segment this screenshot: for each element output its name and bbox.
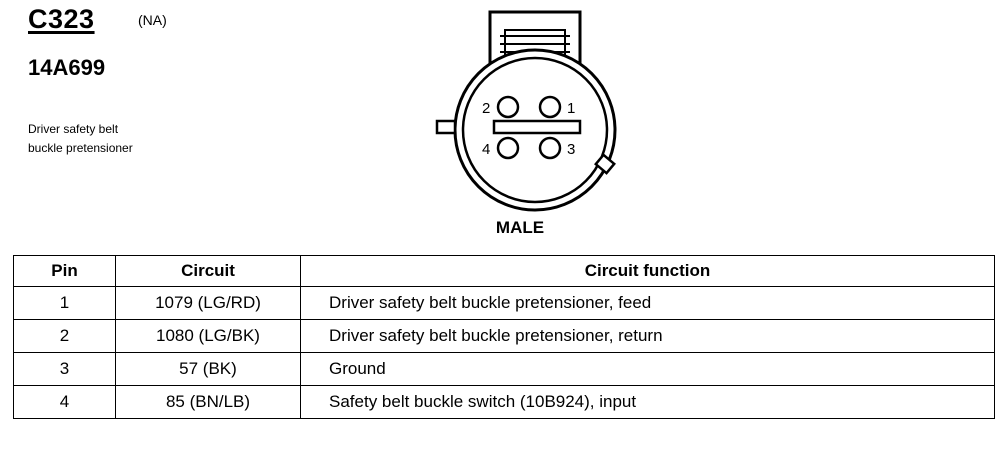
table-header-row: Pin Circuit Circuit function	[13, 255, 995, 287]
table-row: 4 85 (BN/LB) Safety belt buckle switch (…	[13, 385, 995, 419]
center-key-bar	[492, 119, 582, 135]
pin-label-1: 1	[567, 100, 575, 117]
pin-cell: 2	[13, 319, 116, 353]
circuit-cell: 57 (BK)	[115, 352, 301, 386]
connector-gender-label: MALE	[495, 218, 545, 237]
circuit-cell: 85 (BN/LB)	[115, 385, 301, 419]
part-number: 14A699	[28, 55, 106, 80]
pin-cavity-2	[496, 95, 520, 119]
pin-label-3: 3	[567, 141, 575, 158]
circuit-cell: 1079 (LG/RD)	[115, 286, 301, 320]
pin-label-4: 4	[482, 141, 490, 158]
description-line-1: Driver safety belt	[28, 122, 119, 136]
function-cell: Safety belt buckle switch (10B924), inpu…	[300, 385, 995, 419]
pinout-table: Pin Circuit Circuit function 1 1079 (LG/…	[13, 255, 995, 419]
column-header-pin: Pin	[13, 255, 116, 287]
connector-left-key	[435, 119, 457, 135]
connector-id: C323	[28, 4, 95, 34]
pin-cell: 4	[13, 385, 116, 419]
description-line-2: buckle pretensioner	[28, 141, 133, 155]
column-header-circuit: Circuit	[115, 255, 301, 287]
pin-cavity-1	[538, 95, 562, 119]
column-header-circuit-function: Circuit function	[300, 255, 995, 287]
market-label: (NA)	[138, 12, 167, 28]
function-cell: Driver safety belt buckle pretensioner, …	[300, 319, 995, 353]
table-row: 2 1080 (LG/BK) Driver safety belt buckle…	[13, 319, 995, 353]
function-cell: Ground	[300, 352, 995, 386]
table-row: 1 1079 (LG/RD) Driver safety belt buckle…	[13, 286, 995, 320]
pin-cell: 1	[13, 286, 116, 320]
connector-face-diagram: 2 1 4 3	[435, 10, 617, 212]
connector-right-tab	[594, 153, 616, 175]
pin-cavity-3	[538, 136, 562, 160]
pin-cell: 3	[13, 352, 116, 386]
pin-label-2: 2	[482, 100, 490, 117]
connector-inner-face	[461, 56, 609, 204]
table-row: 3 57 (BK) Ground	[13, 352, 995, 386]
pin-cavity-4	[496, 136, 520, 160]
function-cell: Driver safety belt buckle pretensioner, …	[300, 286, 995, 320]
circuit-cell: 1080 (LG/BK)	[115, 319, 301, 353]
connector-description: Driver safety belt buckle pretensioner	[28, 120, 133, 158]
connector-latch	[488, 10, 582, 80]
